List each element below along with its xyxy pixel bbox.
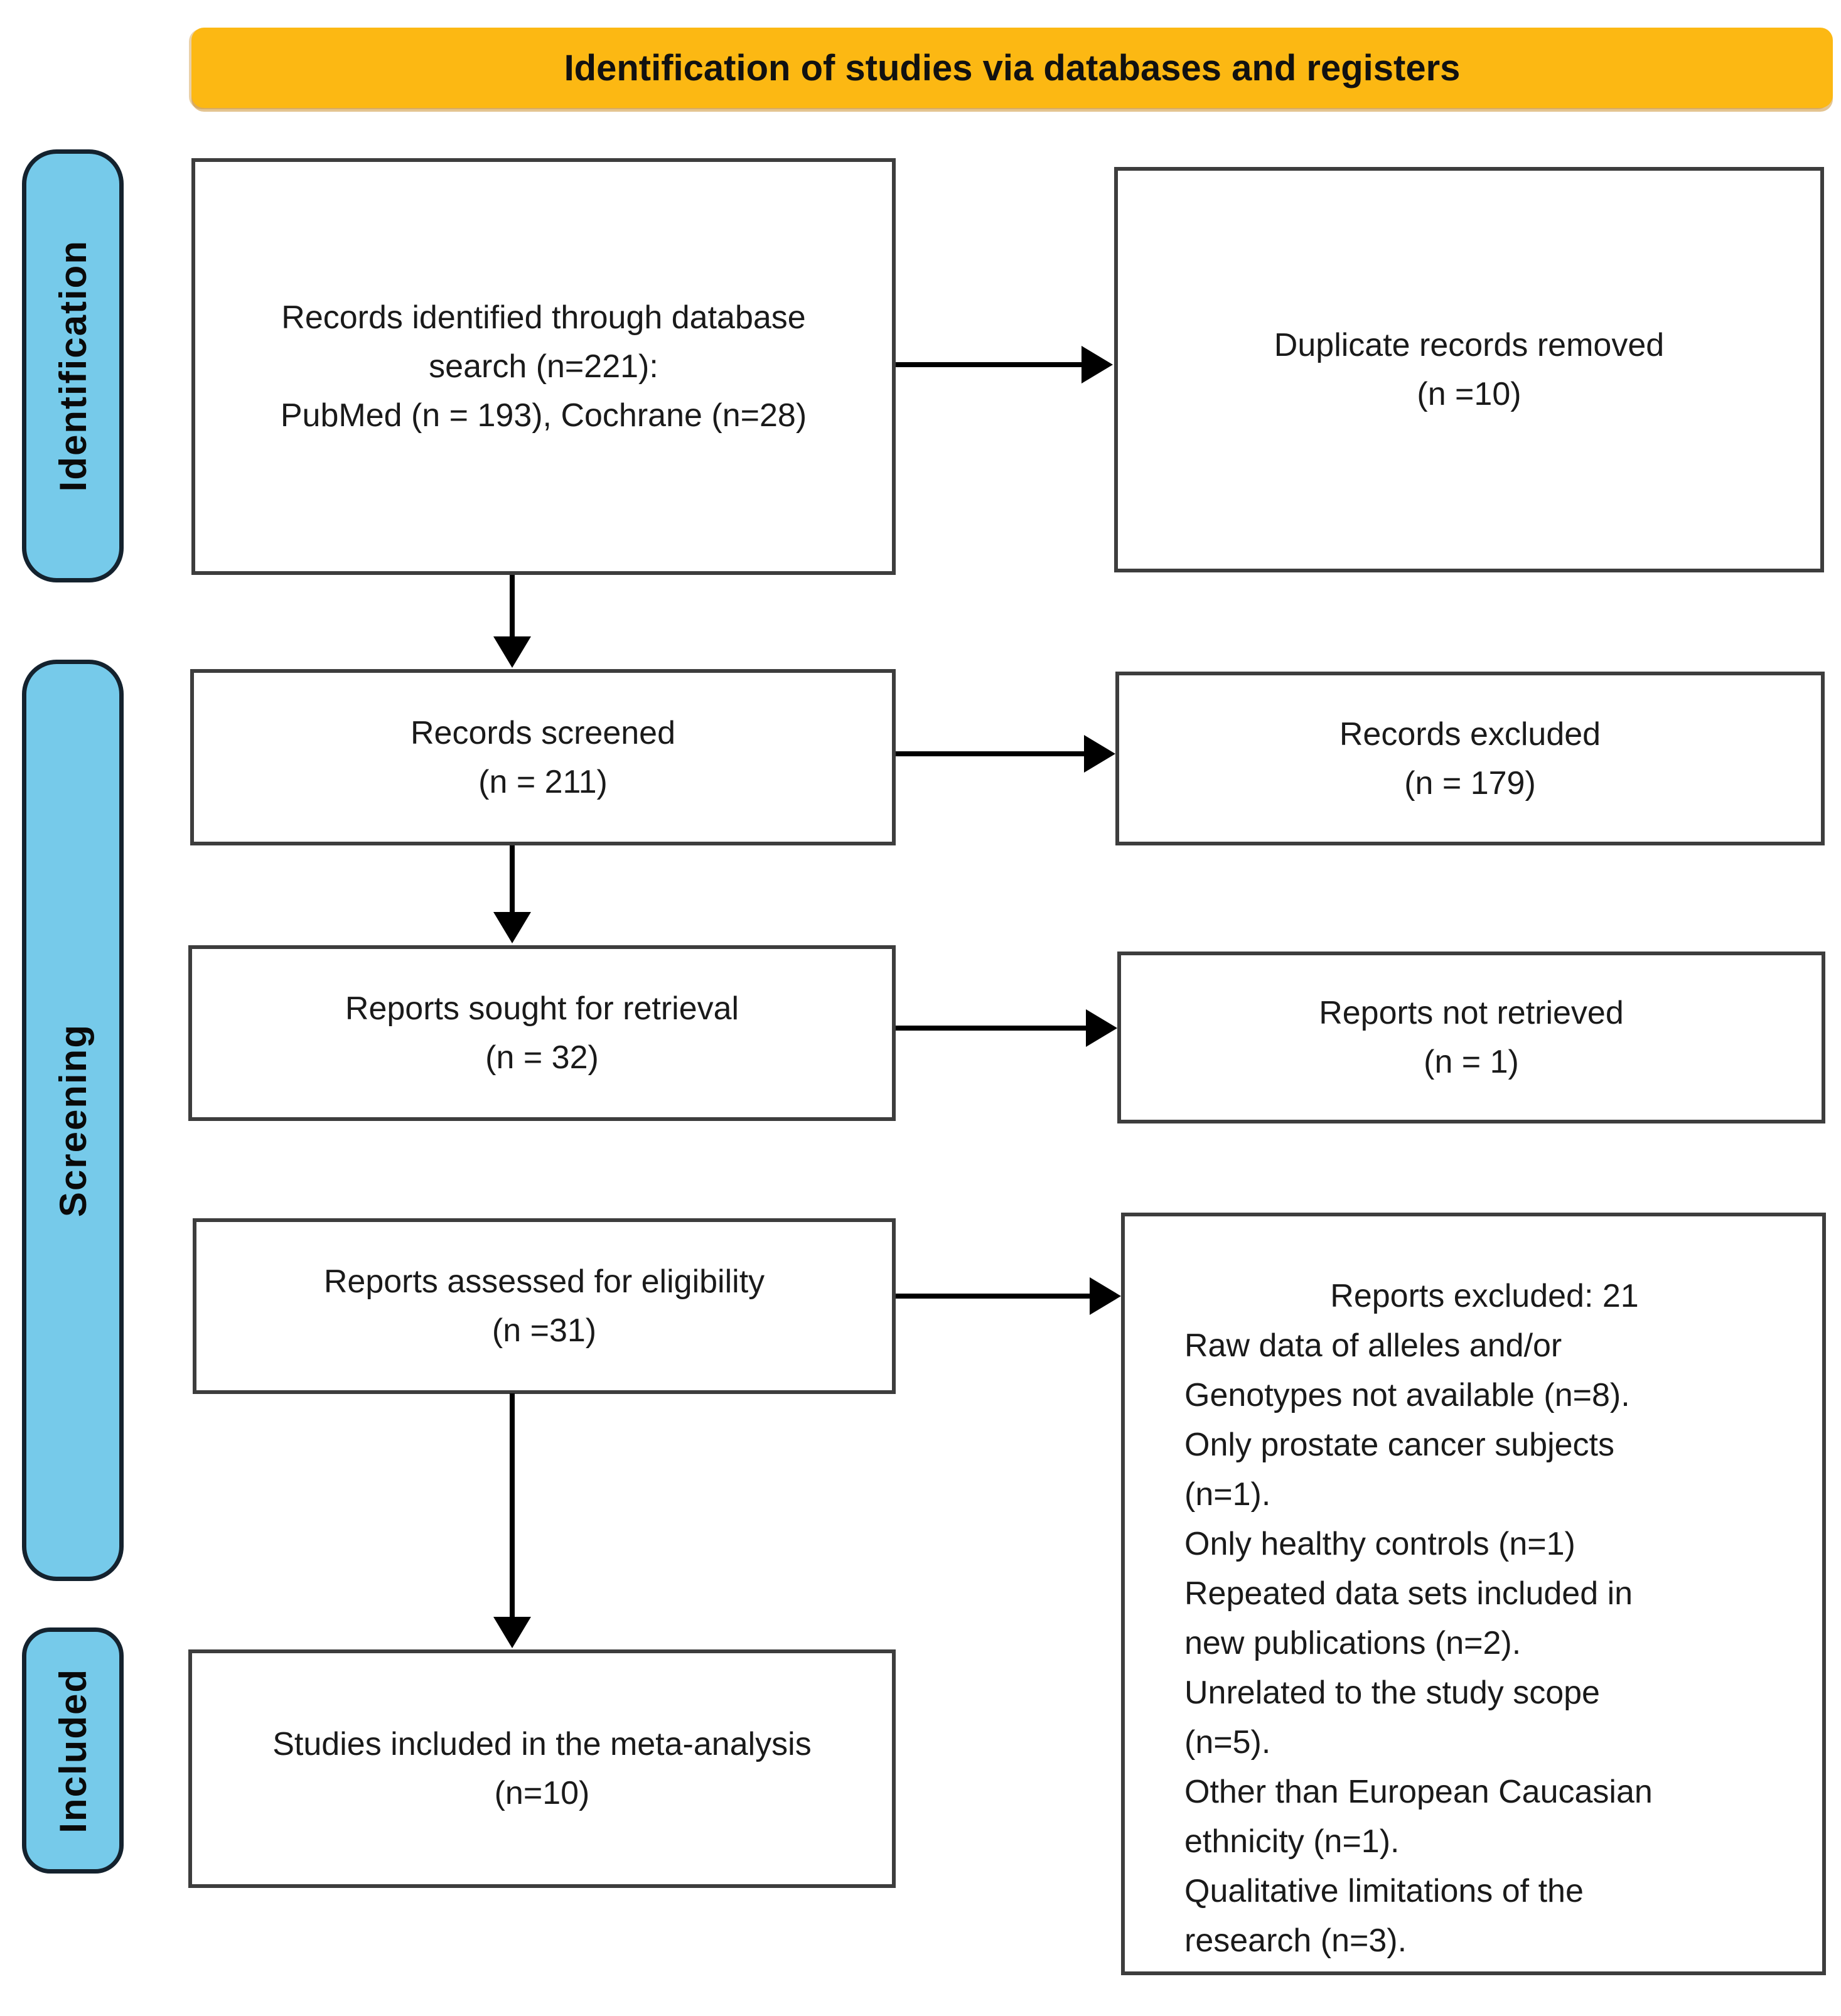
arrow-head-down-icon bbox=[493, 636, 531, 668]
arrow-head-right-icon bbox=[1090, 1277, 1121, 1315]
arrow-line bbox=[896, 751, 1087, 756]
banner-identification-of-studies: Identification of studies via databases … bbox=[191, 28, 1833, 108]
box-studies-included: Studies included in the meta-analysis (n… bbox=[188, 1649, 896, 1888]
arrow-head-down-icon bbox=[493, 1617, 531, 1648]
box-duplicate-records-removed: Duplicate records removed (n =10) bbox=[1114, 167, 1824, 572]
stage-bar-identification: Identification bbox=[22, 149, 124, 582]
stage-bar-screening: Screening bbox=[22, 660, 124, 1581]
box-reports-sought-text: Reports sought for retrieval (n = 32) bbox=[345, 990, 739, 1076]
arrow-line bbox=[896, 1294, 1090, 1299]
arrow-line bbox=[510, 845, 515, 914]
reports-excluded-title: Reports excluded: 21 bbox=[1330, 1278, 1639, 1314]
box-studies-included-text: Studies included in the meta-analysis (n… bbox=[272, 1726, 812, 1811]
arrow-line bbox=[510, 575, 515, 639]
arrow-line bbox=[896, 1026, 1088, 1031]
arrow-line bbox=[510, 1393, 515, 1619]
arrow-head-right-icon bbox=[1084, 735, 1115, 773]
box-records-excluded: Records excluded (n = 179) bbox=[1115, 672, 1825, 845]
box-records-excluded-text: Records excluded (n = 179) bbox=[1339, 716, 1601, 802]
box-reports-not-retrieved-text: Reports not retrieved (n = 1) bbox=[1319, 995, 1624, 1080]
box-records-identified: Records identified through database sear… bbox=[191, 158, 896, 575]
box-reports-assessed: Reports assessed for eligibility (n =31) bbox=[193, 1218, 896, 1394]
box-reports-not-retrieved: Reports not retrieved (n = 1) bbox=[1117, 952, 1825, 1123]
arrow-head-right-icon bbox=[1082, 346, 1113, 383]
stage-bar-included: Included bbox=[22, 1627, 124, 1874]
reports-excluded-reasons: Raw data of alleles and/or Genotypes not… bbox=[1184, 1327, 1653, 1960]
box-duplicate-records-removed-text: Duplicate records removed (n =10) bbox=[1274, 327, 1665, 412]
box-reports-sought: Reports sought for retrieval (n = 32) bbox=[188, 945, 896, 1121]
stage-label-included: Included bbox=[51, 1668, 94, 1833]
box-records-identified-text: Records identified through database sear… bbox=[280, 299, 807, 434]
stage-label-screening: Screening bbox=[51, 1023, 94, 1218]
arrow-line bbox=[896, 362, 1084, 367]
banner-title: Identification of studies via databases … bbox=[564, 47, 1461, 88]
box-records-screened: Records screened (n = 211) bbox=[190, 669, 896, 845]
box-records-screened-text: Records screened (n = 211) bbox=[411, 714, 675, 800]
arrow-head-right-icon bbox=[1086, 1009, 1117, 1047]
arrow-head-down-icon bbox=[493, 912, 531, 943]
box-reports-assessed-text: Reports assessed for eligibility (n =31) bbox=[323, 1263, 765, 1349]
stage-label-identification: Identification bbox=[51, 240, 94, 492]
box-reports-excluded-reasons: Reports excluded: 21 Raw data of alleles… bbox=[1121, 1213, 1826, 1975]
